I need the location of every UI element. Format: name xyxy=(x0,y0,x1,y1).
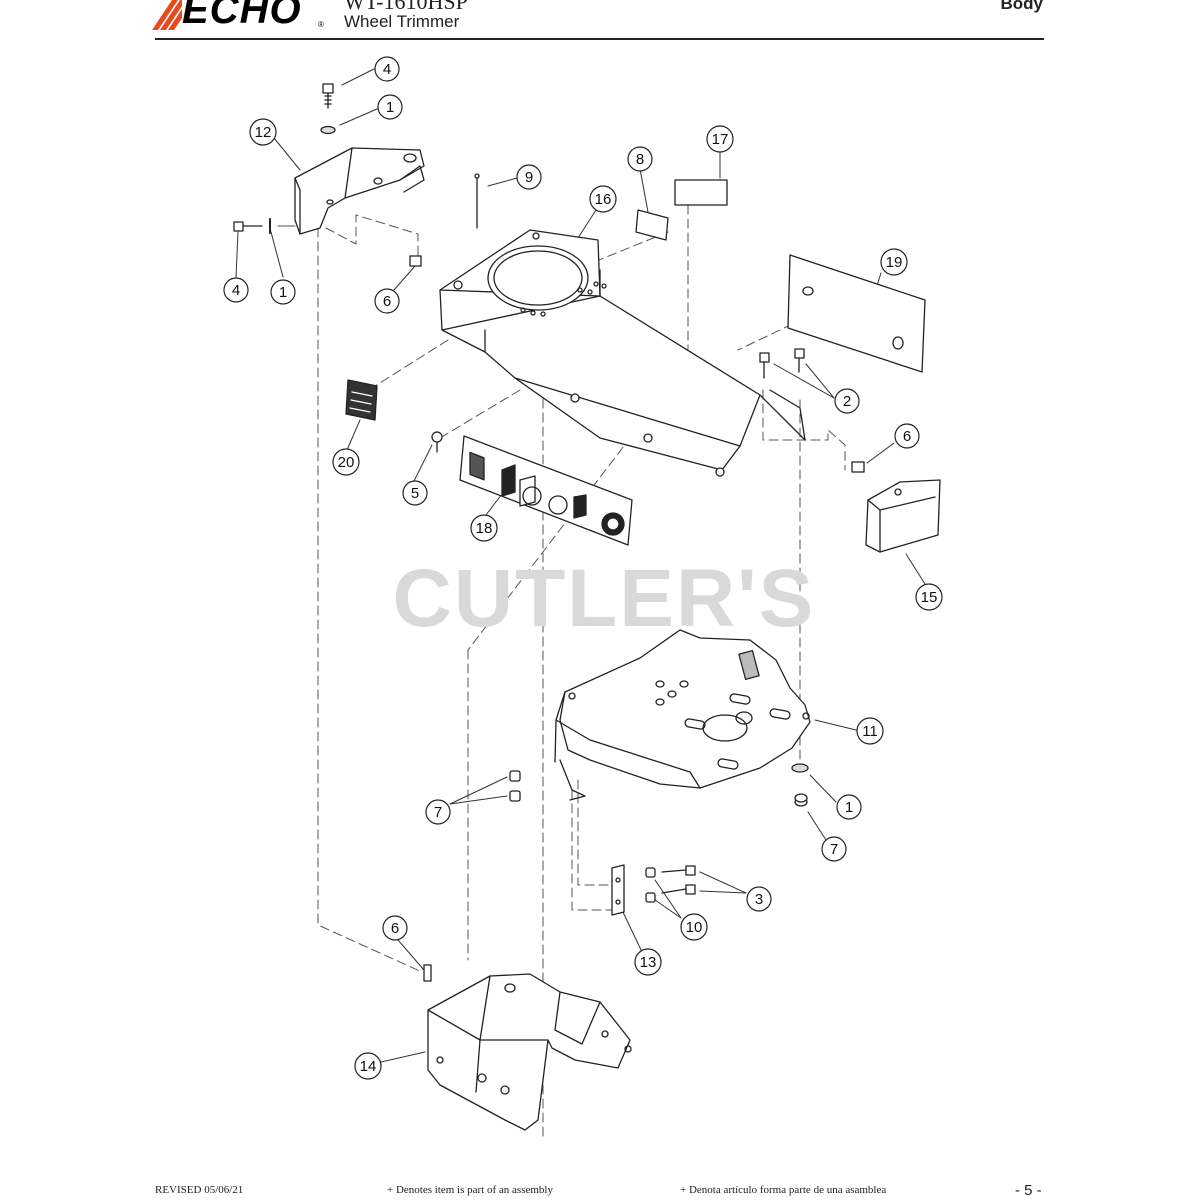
svg-text:6: 6 xyxy=(903,428,911,445)
nut-7-right xyxy=(794,793,808,807)
registered-mark: ® xyxy=(318,20,324,29)
bolt-4-top xyxy=(322,83,334,109)
svg-text:11: 11 xyxy=(862,723,878,740)
svg-text:10: 10 xyxy=(686,919,703,936)
svg-text:15: 15 xyxy=(921,589,938,606)
svg-text:16: 16 xyxy=(595,191,612,208)
svg-text:4: 4 xyxy=(232,282,240,299)
callout-7-left: 7 xyxy=(425,799,451,825)
callout-7-right: 7 xyxy=(821,836,847,862)
svg-text:5: 5 xyxy=(411,485,419,502)
spacer-7-lower xyxy=(509,790,521,802)
spacer-10-lower xyxy=(645,892,656,903)
svg-text:3: 3 xyxy=(755,891,763,908)
label-20 xyxy=(345,379,378,421)
section-title: Body xyxy=(1000,0,1044,13)
callout-3: 3 xyxy=(746,886,772,912)
svg-text:18: 18 xyxy=(476,520,493,537)
bracket-12 xyxy=(294,147,425,235)
model-number: WT-1610HSP xyxy=(344,0,468,14)
washer-1-right xyxy=(791,763,809,773)
callout-4-left: 4 xyxy=(223,277,249,303)
svg-text:7: 7 xyxy=(830,841,838,858)
callout-19: 19 xyxy=(880,248,908,276)
callout-14: 14 xyxy=(354,1052,382,1080)
callout-6-bottom: 6 xyxy=(382,915,408,941)
svg-text:9: 9 xyxy=(525,169,533,186)
svg-text:19: 19 xyxy=(886,254,903,271)
lower-frame-14 xyxy=(427,973,632,1131)
callout-12: 12 xyxy=(249,118,277,146)
svg-text:1: 1 xyxy=(279,284,287,301)
callout-16: 16 xyxy=(589,185,617,213)
washer-1-top xyxy=(320,125,336,135)
page-number: - 5 - xyxy=(1015,1182,1042,1199)
svg-text:1: 1 xyxy=(845,799,853,816)
callout-11: 11 xyxy=(856,717,884,745)
assembly-note-spanish: + Denota artículo forma parte de una asa… xyxy=(680,1184,887,1196)
svg-text:1: 1 xyxy=(386,99,394,116)
screw-5 xyxy=(431,431,443,453)
callout-6-right: 6 xyxy=(894,423,920,449)
bolts-3 xyxy=(661,865,696,895)
label-17 xyxy=(674,179,728,206)
warning-decal-18 xyxy=(459,435,633,546)
svg-text:20: 20 xyxy=(338,454,355,471)
echo-logo-stripes xyxy=(152,0,182,30)
svg-text:7: 7 xyxy=(434,804,442,821)
brand-logo: ECHO xyxy=(182,0,302,32)
svg-text:13: 13 xyxy=(640,954,657,971)
callout-2: 2 xyxy=(834,388,860,414)
callout-6-left: 6 xyxy=(374,288,400,314)
spacer-10-upper xyxy=(645,867,656,878)
header-rule xyxy=(155,38,1044,40)
callout-4-top: 4 xyxy=(374,56,400,82)
callout-1-right: 1 xyxy=(836,794,862,820)
callout-10: 10 xyxy=(680,913,708,941)
callout-1-left: 1 xyxy=(270,279,296,305)
callout-9: 9 xyxy=(516,164,542,190)
svg-text:6: 6 xyxy=(383,293,391,310)
callout-17: 17 xyxy=(706,125,734,153)
clip-6-right xyxy=(851,461,865,473)
page-footer: REVISED 05/06/21 + Denotes item is part … xyxy=(0,1182,1200,1200)
callout-20: 20 xyxy=(332,448,360,476)
leader-lines xyxy=(235,68,926,1063)
bolt-4-left xyxy=(233,221,263,232)
clip-6-left xyxy=(409,255,422,267)
base-plate-11 xyxy=(554,629,811,801)
cover-15 xyxy=(865,479,941,553)
svg-text:6: 6 xyxy=(391,920,399,937)
product-name: Wheel Trimmer xyxy=(344,12,460,31)
decal-8 xyxy=(635,209,669,241)
svg-text:12: 12 xyxy=(255,124,272,141)
assembly-note-english: + Denotes item is part of an assembly xyxy=(387,1184,553,1196)
callout-5: 5 xyxy=(402,480,428,506)
page-header: ECHO ® WT-1610HSP Wheel Trimmer Body xyxy=(0,0,1200,42)
bolts-2 xyxy=(759,348,805,379)
callout-18: 18 xyxy=(470,514,498,542)
svg-text:4: 4 xyxy=(383,61,391,78)
main-body-16 xyxy=(439,229,806,477)
svg-text:2: 2 xyxy=(843,393,851,410)
svg-text:17: 17 xyxy=(712,131,729,148)
callout-15: 15 xyxy=(915,583,943,611)
clip-6-bottom xyxy=(423,964,432,982)
callout-8: 8 xyxy=(627,146,653,172)
dealer-watermark: CUTLER'S xyxy=(392,553,816,644)
gasket-19 xyxy=(787,254,926,373)
plate-13 xyxy=(611,864,625,916)
pin-9 xyxy=(474,173,480,229)
spacer-7-upper xyxy=(509,770,521,782)
svg-text:14: 14 xyxy=(360,1058,377,1075)
svg-text:8: 8 xyxy=(636,151,644,168)
callout-13: 13 xyxy=(634,948,662,976)
callouts: 4 1 12 9 8 17 16 4 1 6 19 2 20 6 5 18 15… xyxy=(223,56,943,1080)
revision-date: REVISED 05/06/21 xyxy=(155,1184,244,1196)
callout-1-top: 1 xyxy=(377,94,403,120)
